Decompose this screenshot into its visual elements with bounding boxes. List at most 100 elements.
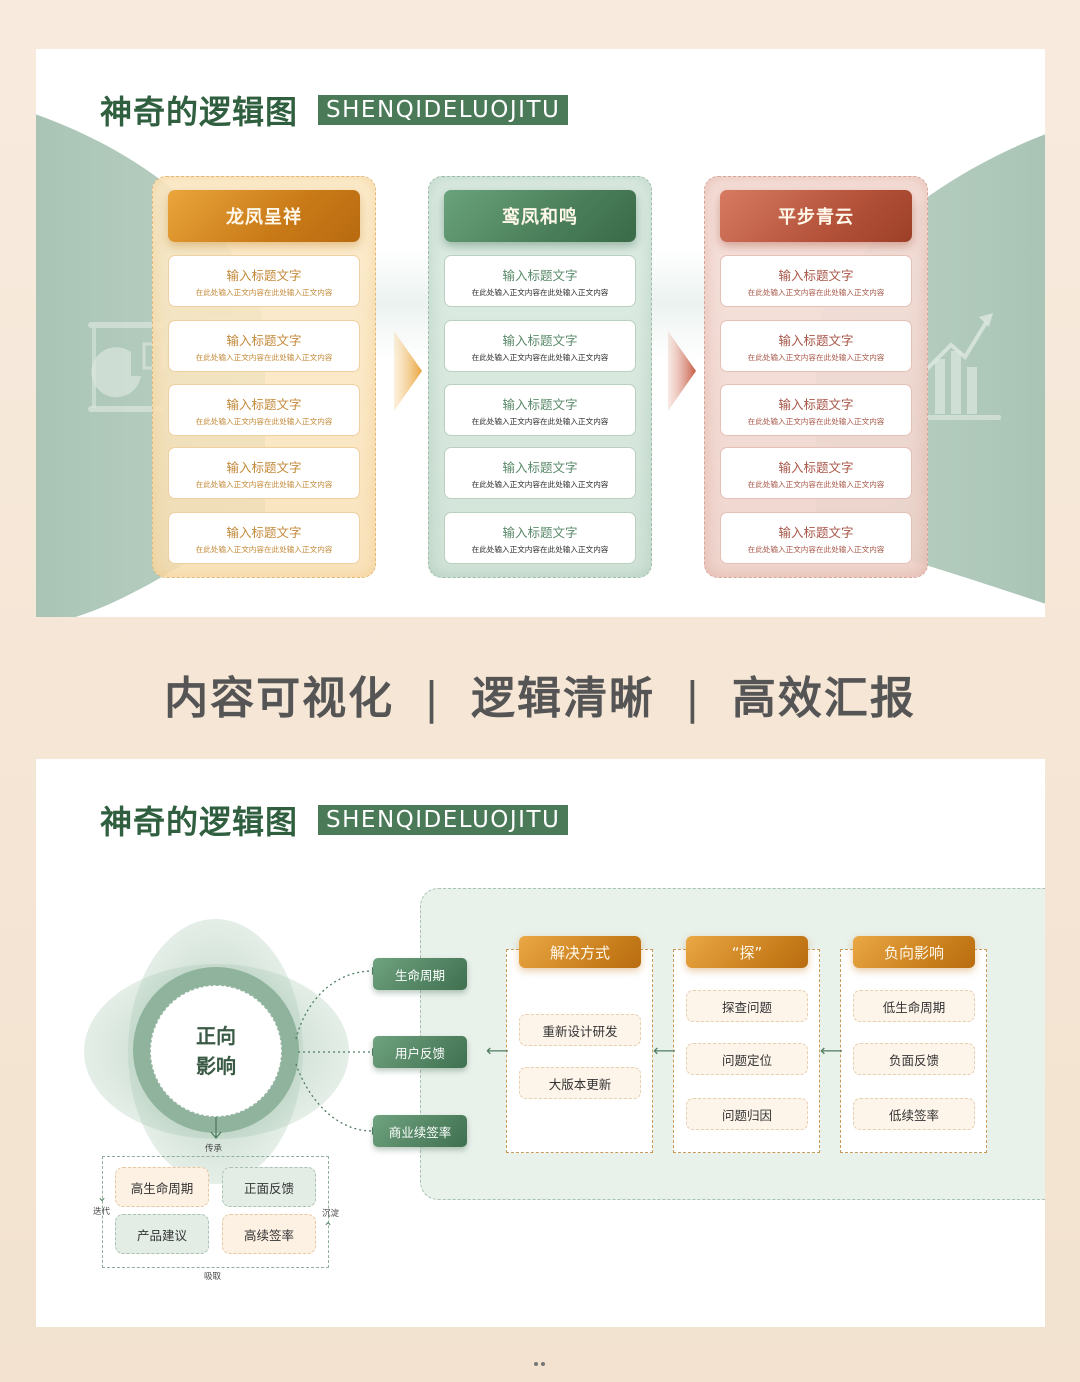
- content-card: 输入标题文字 在此处输入正文内容在此处输入正文内容: [720, 512, 912, 564]
- presentation-pie-chart-icon: [88, 322, 166, 412]
- group-header: 解决方式: [519, 936, 641, 968]
- card-body: 在此处输入正文内容在此处输入正文内容: [471, 353, 609, 362]
- card-body: 在此处输入正文内容在此处输入正文内容: [195, 417, 333, 426]
- card-body: 在此处输入正文内容在此处输入正文内容: [195, 353, 333, 362]
- column-red: 平步青云 输入标题文字 在此处输入正文内容在此处输入正文内容 输入标题文字 在此…: [704, 176, 928, 578]
- chevron-right-icon: [668, 331, 696, 411]
- card-body: 在此处输入正文内容在此处输入正文内容: [471, 480, 609, 489]
- group-item: 低生命周期: [853, 990, 975, 1022]
- chevron-right-icon: [394, 331, 422, 411]
- content-card: 输入标题文字 在此处输入正文内容在此处输入正文内容: [168, 447, 360, 499]
- card-body: 在此处输入正文内容在此处输入正文内容: [195, 480, 333, 489]
- output-tag: 用户反馈: [373, 1036, 467, 1068]
- page-dot[interactable]: [541, 1362, 545, 1366]
- content-card: 输入标题文字 在此处输入正文内容在此处输入正文内容: [168, 512, 360, 564]
- card-title: 输入标题文字: [778, 525, 854, 540]
- card-body: 在此处输入正文内容在此处输入正文内容: [747, 545, 885, 554]
- arrow-left-icon: ⟵: [486, 1041, 509, 1060]
- center-node: 正向 影响: [150, 985, 282, 1117]
- content-card: 输入标题文字 在此处输入正文内容在此处输入正文内容: [720, 255, 912, 307]
- content-card: 输入标题文字 在此处输入正文内容在此处输入正文内容: [168, 320, 360, 372]
- card-body: 在此处输入正文内容在此处输入正文内容: [747, 480, 885, 489]
- slogan-separator: |: [685, 673, 702, 724]
- title-chinese: 神奇的逻辑图: [100, 93, 299, 131]
- label-iterate: 迭代: [93, 1207, 111, 1217]
- connector-arrows: [295, 967, 380, 1135]
- output-tag: 生命周期: [373, 958, 467, 990]
- content-card: 输入标题文字 在此处输入正文内容在此处输入正文内容: [168, 384, 360, 436]
- group-item: 重新设计研发: [519, 1014, 641, 1046]
- card-title: 输入标题文字: [226, 525, 302, 540]
- card-body: 在此处输入正文内容在此处输入正文内容: [471, 417, 609, 426]
- output-tag: 商业续签率: [373, 1115, 467, 1147]
- group-item: 问题归因: [686, 1098, 808, 1130]
- loop-cell: 高生命周期: [115, 1167, 209, 1207]
- content-card: 输入标题文字 在此处输入正文内容在此处输入正文内容: [720, 320, 912, 372]
- card-title: 输入标题文字: [502, 397, 578, 412]
- label-settle: 沉淀: [322, 1209, 340, 1219]
- page-indicator: [534, 1362, 545, 1366]
- card-title: 输入标题文字: [226, 460, 302, 475]
- arrow-left-icon: ⟵: [820, 1041, 843, 1060]
- card-title: 输入标题文字: [778, 397, 854, 412]
- column-header: 鸾凤和鸣: [444, 190, 636, 242]
- card-title: 输入标题文字: [502, 333, 578, 348]
- content-card: 输入标题文字 在此处输入正文内容在此处输入正文内容: [444, 512, 636, 564]
- column-green: 鸾凤和鸣 输入标题文字 在此处输入正文内容在此处输入正文内容 输入标题文字 在此…: [428, 176, 652, 578]
- center-label-line1: 正向: [196, 1024, 236, 1048]
- card-body: 在此处输入正文内容在此处输入正文内容: [471, 288, 609, 297]
- slogan-part: 内容可视化: [164, 673, 395, 724]
- card-title: 输入标题文字: [226, 397, 302, 412]
- card-title: 输入标题文字: [226, 268, 302, 283]
- column-header: 平步青云: [720, 190, 912, 242]
- label-absorb: 吸取: [204, 1272, 222, 1282]
- group-header: 负向影响: [853, 936, 975, 968]
- card-title: 输入标题文字: [502, 525, 578, 540]
- group-item: 大版本更新: [519, 1067, 641, 1099]
- card-body: 在此处输入正文内容在此处输入正文内容: [747, 417, 885, 426]
- content-card: 输入标题文字 在此处输入正文内容在此处输入正文内容: [168, 255, 360, 307]
- card-body: 在此处输入正文内容在此处输入正文内容: [747, 288, 885, 297]
- slogan-part: 高效汇报: [731, 673, 916, 724]
- content-card: 输入标题文字 在此处输入正文内容在此处输入正文内容: [720, 447, 912, 499]
- group-item: 低续签率: [853, 1098, 975, 1130]
- content-card: 输入标题文字 在此处输入正文内容在此处输入正文内容: [444, 320, 636, 372]
- title-chinese: 神奇的逻辑图: [100, 803, 299, 841]
- loop-cell: 产品建议: [115, 1214, 209, 1254]
- content-card: 输入标题文字 在此处输入正文内容在此处输入正文内容: [444, 447, 636, 499]
- group-box-solution: [506, 949, 653, 1153]
- center-label-line2: 影响: [196, 1054, 236, 1078]
- slogan-separator: |: [424, 673, 441, 724]
- slogan-banner: 内容可视化 | 逻辑清晰 | 高效汇报: [0, 662, 1080, 726]
- title-english-badge: SHENQIDELUOJITU: [318, 805, 569, 835]
- arrow-up-icon: ⌃: [323, 1220, 334, 1234]
- content-card: 输入标题文字 在此处输入正文内容在此处输入正文内容: [444, 384, 636, 436]
- card-title: 输入标题文字: [226, 333, 302, 348]
- arrow-left-icon: ⟵: [653, 1041, 676, 1060]
- group-header: “探”: [686, 936, 808, 968]
- card-title: 输入标题文字: [502, 268, 578, 283]
- card-title: 输入标题文字: [778, 268, 854, 283]
- slide-positive-impact-diagram: 神奇的逻辑图 SHENQIDELUOJITU 正向 影响 生命周期 用户反馈 商…: [36, 759, 1045, 1327]
- slide-title: 神奇的逻辑图 SHENQIDELUOJITU: [100, 797, 569, 843]
- card-body: 在此处输入正文内容在此处输入正文内容: [195, 288, 333, 297]
- slogan-part: 逻辑清晰: [471, 673, 655, 724]
- group-item: 问题定位: [686, 1043, 808, 1075]
- column-header: 龙凤呈祥: [168, 190, 360, 242]
- card-body: 在此处输入正文内容在此处输入正文内容: [195, 545, 333, 554]
- group-item: 探查问题: [686, 990, 808, 1022]
- card-title: 输入标题文字: [778, 333, 854, 348]
- content-card: 输入标题文字 在此处输入正文内容在此处输入正文内容: [720, 384, 912, 436]
- slide-title: 神奇的逻辑图 SHENQIDELUOJITU: [100, 87, 569, 133]
- card-body: 在此处输入正文内容在此处输入正文内容: [471, 545, 609, 554]
- slide-logic-diagram-columns: 神奇的逻辑图 SHENQIDELUOJITU 龙凤呈祥 输入标题文字 在此处输入…: [36, 49, 1045, 617]
- bar-chart-growth-icon: [921, 313, 1001, 420]
- label-inherit: 传承: [205, 1144, 223, 1154]
- title-english-badge: SHENQIDELUOJITU: [318, 95, 569, 125]
- loop-cell: 正面反馈: [222, 1167, 316, 1207]
- arrow-down-icon: [210, 1117, 222, 1140]
- loop-cell: 高续签率: [222, 1214, 316, 1254]
- card-title: 输入标题文字: [778, 460, 854, 475]
- arrow-down-icon: ⌄: [97, 1190, 108, 1204]
- page-dot[interactable]: [534, 1362, 538, 1366]
